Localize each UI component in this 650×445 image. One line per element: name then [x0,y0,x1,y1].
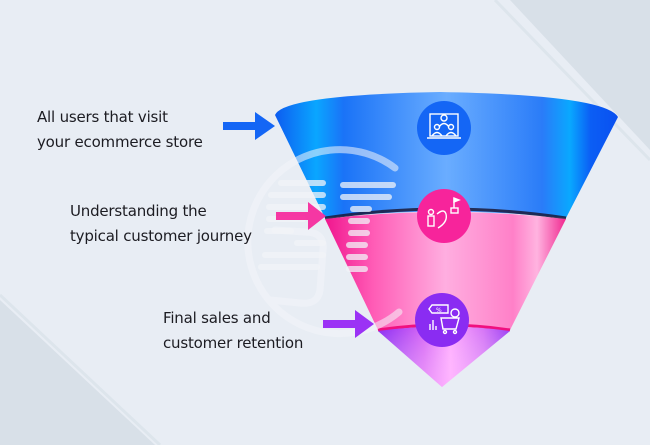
arrow-stage-2-icon [276,202,326,230]
svg-text:%: % [436,307,442,314]
funnel-stage-2 [325,212,566,330]
arrow-stage-3-icon [323,310,374,338]
customer-journey-icon [417,189,471,243]
sales-cart-icon: % [415,293,469,347]
stage-1-label-line2: your ecommerce store [37,133,203,151]
arrow-stage-1-icon [223,112,275,140]
stage-1-label: All users that visit your ecommerce stor… [37,105,203,155]
corner-shade-bottom-left [0,300,155,445]
stage-3-label-line1: Final sales and [163,309,271,327]
users-online-icon [417,101,471,155]
corner-shade-top-right [510,0,650,150]
stage-2-label: Understanding the typical customer journ… [70,199,252,249]
stage-1-label-line1: All users that visit [37,108,168,126]
stage-2-label-line2: typical customer journey [70,227,252,245]
corner-line-top-right [493,0,650,162]
stage-2-label-line1: Understanding the [70,202,207,220]
stage-3-label-line2: customer retention [163,334,304,352]
stage-3-label: Final sales and customer retention [163,306,303,356]
corner-line-bottom-left [0,293,162,445]
logo-watermark-icon [244,146,403,338]
watermark-stripes [258,180,396,272]
